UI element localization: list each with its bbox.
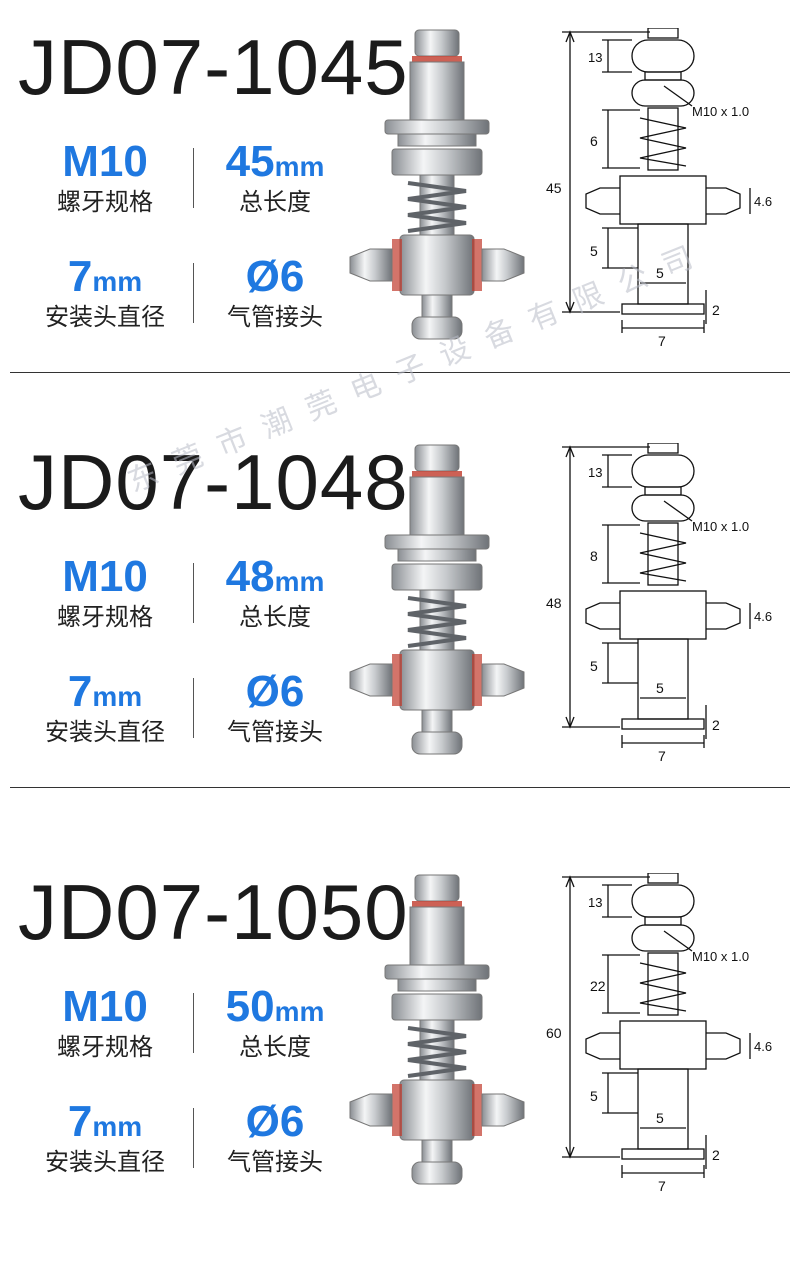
dim-thread-length: 13 <box>588 895 602 910</box>
dimension-drawing: 48 13 M10 x 1.0 8 4.6 5 5 2 7 <box>546 443 772 764</box>
dim-base-width: 7 <box>658 1178 666 1194</box>
length-label: 总长度 <box>239 1033 311 1061</box>
head-value: 7mm <box>67 252 143 301</box>
thread-label: 螺牙规格 <box>57 188 153 216</box>
head-label: 安装头直径 <box>45 1148 165 1176</box>
dim-spring: 6 <box>590 133 598 149</box>
dim-neck-width: 5 <box>656 1110 664 1126</box>
thread-label: 螺牙规格 <box>57 1033 153 1061</box>
product-photo <box>349 444 525 755</box>
length-value: 45mm <box>225 137 325 186</box>
tube-spec: Ø6 气管接头 <box>190 252 360 331</box>
dim-total: 60 <box>546 1025 562 1041</box>
product-panel-1: JD07-1045 M10 螺牙规格 45mm 总长度 7mm 安装头直径 Ø6… <box>0 0 800 400</box>
head-value: 7mm <box>67 1097 143 1146</box>
thread-spec: M10 螺牙规格 <box>20 982 190 1061</box>
length-spec: 45mm 总长度 <box>190 137 360 216</box>
spec-divider <box>193 1108 194 1168</box>
dim-base-height: 2 <box>712 1147 720 1163</box>
panel-divider <box>10 372 790 373</box>
length-spec: 48mm 总长度 <box>190 552 360 631</box>
dim-thread-spec: M10 x 1.0 <box>692 519 749 534</box>
spec-divider <box>193 563 194 623</box>
thread-label: 螺牙规格 <box>57 603 153 631</box>
dimension-drawing: 45 13 M10 x 1.0 6 4.6 5 5 2 7 <box>546 28 772 349</box>
spec-divider <box>193 993 194 1053</box>
product-panel-2: JD07-1048 M10 螺牙规格 48mm 总长度 7mm 安装头直径 Ø6… <box>0 415 800 815</box>
dim-base-width: 7 <box>658 333 666 349</box>
thread-value: M10 <box>62 137 148 186</box>
dimension-drawing: 60 13 M10 x 1.0 22 4.6 5 5 2 7 <box>546 873 772 1194</box>
length-label: 总长度 <box>239 603 311 631</box>
tube-label: 气管接头 <box>227 303 323 331</box>
dim-barb: 4.6 <box>754 194 772 209</box>
product-photo <box>349 874 525 1185</box>
dim-total: 48 <box>546 595 562 611</box>
dim-thread-spec: M10 x 1.0 <box>692 949 749 964</box>
head-label: 安装头直径 <box>45 303 165 331</box>
tube-value: Ø6 <box>245 1097 305 1146</box>
tube-spec: Ø6 气管接头 <box>190 1097 360 1176</box>
head-spec: 7mm 安装头直径 <box>20 252 190 331</box>
spec-divider <box>193 263 194 323</box>
dim-spring: 8 <box>590 548 598 564</box>
thread-value: M10 <box>62 982 148 1031</box>
dim-neck-height: 5 <box>590 243 598 259</box>
dim-neck-width: 5 <box>656 680 664 696</box>
tube-label: 气管接头 <box>227 718 323 746</box>
thread-value: M10 <box>62 552 148 601</box>
dim-neck-width: 5 <box>656 265 664 281</box>
dim-thread-length: 13 <box>588 50 602 65</box>
panel-divider <box>10 787 790 788</box>
dim-neck-height: 5 <box>590 1088 598 1104</box>
dim-total: 45 <box>546 180 562 196</box>
dim-base-width: 7 <box>658 748 666 764</box>
thread-spec: M10 螺牙规格 <box>20 552 190 631</box>
tube-spec: Ø6 气管接头 <box>190 667 360 746</box>
head-spec: 7mm 安装头直径 <box>20 667 190 746</box>
spec-divider <box>193 148 194 208</box>
tube-value: Ø6 <box>245 667 305 716</box>
dim-thread-spec: M10 x 1.0 <box>692 104 749 119</box>
dim-base-height: 2 <box>712 717 720 733</box>
model-number: JD07-1050 <box>18 868 409 956</box>
dim-barb: 4.6 <box>754 609 772 624</box>
tube-label: 气管接头 <box>227 1148 323 1176</box>
product-photo <box>349 29 525 340</box>
dim-neck-height: 5 <box>590 658 598 674</box>
length-spec: 50mm 总长度 <box>190 982 360 1061</box>
product-panel-3: JD07-1050 M10 螺牙规格 50mm 总长度 7mm 安装头直径 Ø6… <box>0 845 800 1245</box>
tube-value: Ø6 <box>245 252 305 301</box>
length-label: 总长度 <box>239 188 311 216</box>
dim-barb: 4.6 <box>754 1039 772 1054</box>
head-value: 7mm <box>67 667 143 716</box>
length-value: 48mm <box>225 552 325 601</box>
dim-thread-length: 13 <box>588 465 602 480</box>
dim-spring: 22 <box>590 978 606 994</box>
head-label: 安装头直径 <box>45 718 165 746</box>
length-value: 50mm <box>225 982 325 1031</box>
head-spec: 7mm 安装头直径 <box>20 1097 190 1176</box>
spec-divider <box>193 678 194 738</box>
model-number: JD07-1045 <box>18 23 409 111</box>
model-number: JD07-1048 <box>18 438 409 526</box>
dim-base-height: 2 <box>712 302 720 318</box>
thread-spec: M10 螺牙规格 <box>20 137 190 216</box>
